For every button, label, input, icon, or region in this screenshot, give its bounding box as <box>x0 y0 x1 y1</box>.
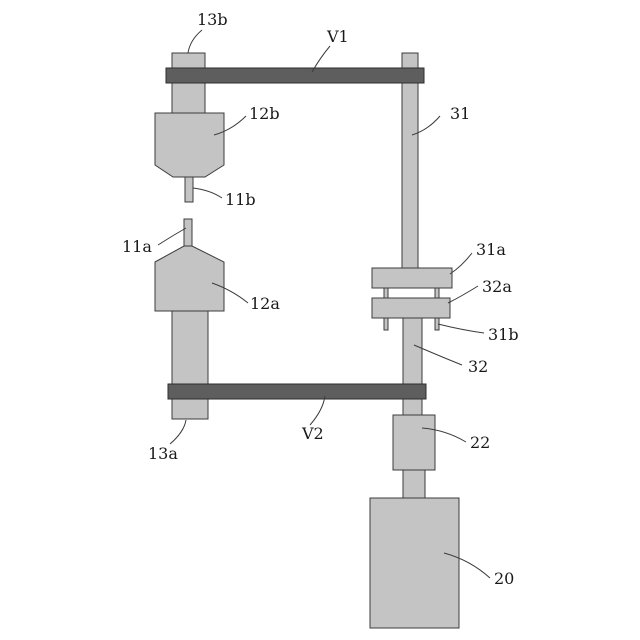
flange-32a <box>372 298 450 318</box>
tip-11a <box>184 219 192 246</box>
shaft-13a <box>172 311 208 419</box>
label-32a: 32a <box>482 277 512 296</box>
body-12b <box>155 113 224 177</box>
shaft-20-22 <box>403 469 425 499</box>
label-31b: 31b <box>488 325 519 344</box>
shaft-13b <box>172 53 205 115</box>
leader-32a <box>448 286 478 303</box>
label-31: 31 <box>450 104 470 123</box>
label-13b: 13b <box>197 10 228 29</box>
label-V1: V1 <box>326 27 349 46</box>
label-12b: 12b <box>249 104 280 123</box>
leader-13a <box>170 420 186 444</box>
leader-11a <box>158 228 186 245</box>
label-11a: 11a <box>122 237 152 256</box>
leader-31a <box>450 253 472 274</box>
flange-31a <box>372 268 452 288</box>
label-V2: V2 <box>301 424 324 443</box>
leader-V2 <box>310 396 325 425</box>
body-12a <box>155 246 224 311</box>
leader-13b <box>188 30 202 53</box>
part-20 <box>370 498 459 628</box>
leader-11b <box>193 188 222 198</box>
label-32: 32 <box>468 357 488 376</box>
label-31a: 31a <box>476 240 506 259</box>
label-13a: 13a <box>148 444 178 463</box>
bar-V2 <box>168 384 426 399</box>
label-22: 22 <box>470 433 490 452</box>
bar-V1 <box>166 68 424 83</box>
rod-32 <box>403 317 422 417</box>
label-20: 20 <box>494 569 514 588</box>
label-12a: 12a <box>250 294 280 313</box>
rod-31 <box>402 53 418 268</box>
part-22 <box>393 415 435 470</box>
label-11b: 11b <box>225 190 256 209</box>
tip-11b <box>185 177 193 202</box>
leader-31b <box>438 324 484 333</box>
